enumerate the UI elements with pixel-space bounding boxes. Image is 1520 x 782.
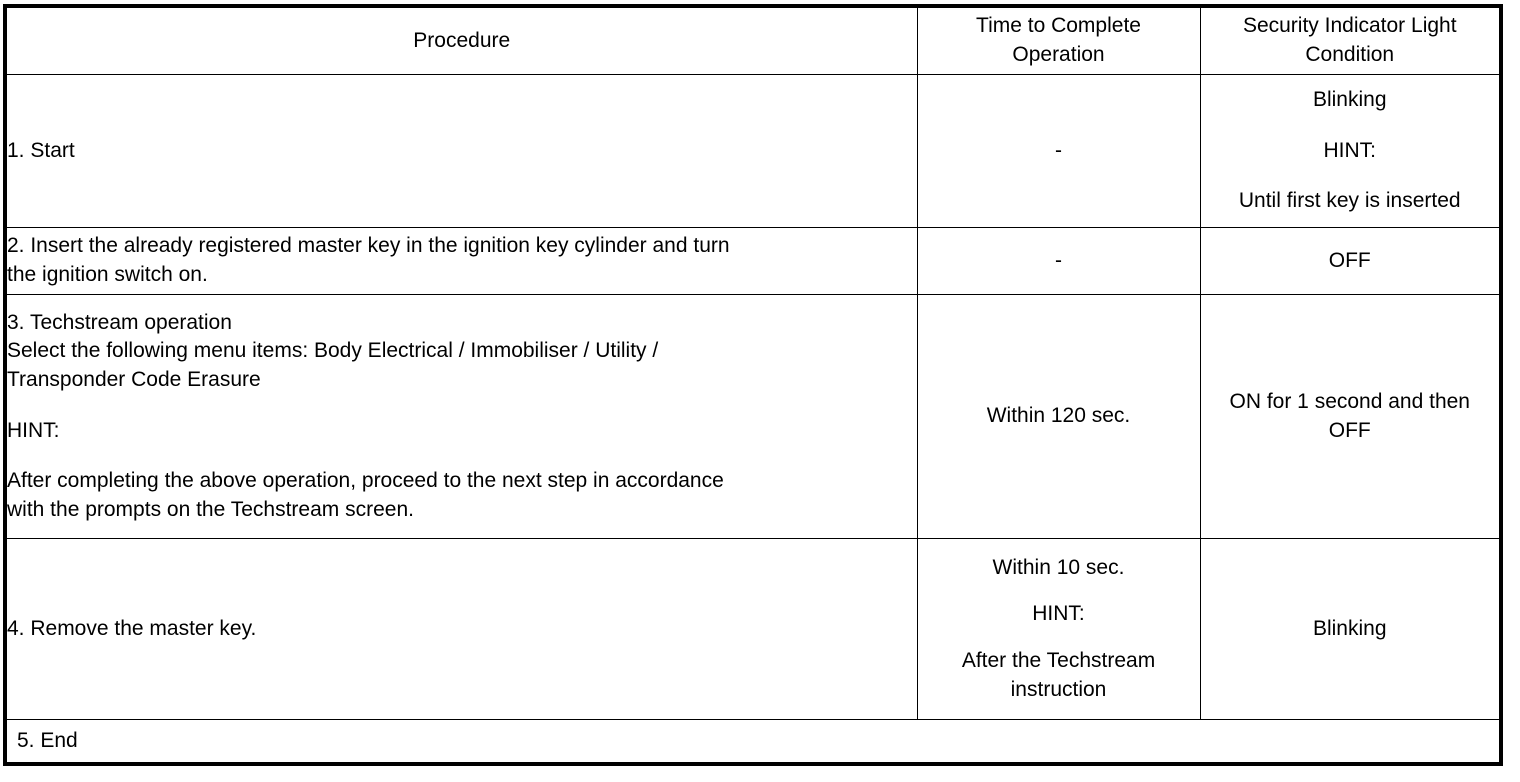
time-text-step-4-hint: HINT:	[1032, 602, 1085, 626]
document-page: Procedure Time to Complete Operation Sec…	[0, 4, 1520, 782]
light-text-step-3-line2: OFF	[1328, 418, 1371, 442]
cell-light-step-4: Blinking	[1199, 538, 1502, 720]
cell-time-step-3: Within 120 sec.	[916, 294, 1201, 539]
table-row: 4. Remove the master key. Within 10 sec.…	[4, 538, 1502, 720]
cell-procedure-step-3: 3. Techstream operation Select the follo…	[4, 294, 918, 539]
light-text-step-1-line3: Until first key is inserted	[1238, 189, 1461, 213]
cell-procedure-step-5: 5. End	[4, 719, 1502, 765]
column-header-light: Security Indicator Light Condition	[1199, 5, 1502, 75]
cell-time-step-4: Within 10 sec. HINT: After the Techstrea…	[916, 538, 1201, 720]
procedure-text-step-3-line3: Transponder Code Erasure	[7, 367, 261, 391]
time-text-step-4-line4: instruction	[1010, 677, 1107, 701]
header-label-procedure: Procedure	[413, 28, 511, 52]
light-text-step-1-hint: HINT:	[1323, 138, 1377, 162]
procedure-text-step-4: 4. Remove the master key.	[7, 616, 257, 640]
time-text-step-1: -	[1055, 138, 1062, 162]
procedure-text-step-5: 5. End	[17, 728, 78, 752]
header-label-time-line2: Operation	[1012, 43, 1105, 66]
procedure-text-step-2-line1: 2. Insert the already registered master …	[7, 234, 730, 258]
table-row: 5. End	[4, 719, 1502, 765]
procedure-text-step-3-hint: HINT:	[7, 418, 60, 442]
cell-light-step-3: ON for 1 second and then OFF	[1199, 294, 1502, 539]
procedure-text-step-3-line5: After completing the above operation, pr…	[7, 469, 724, 493]
procedure-text-step-1: 1. Start	[7, 138, 75, 162]
cell-procedure-step-2: 2. Insert the already registered master …	[4, 227, 918, 295]
light-text-step-1-line1: Blinking	[1312, 88, 1387, 112]
table-row: 1. Start - Blinking HINT: Until first ke…	[4, 74, 1502, 228]
light-text-step-2: OFF	[1328, 248, 1371, 272]
cell-time-step-1: -	[916, 74, 1201, 228]
cell-procedure-step-1: 1. Start	[4, 74, 918, 228]
procedure-table: Procedure Time to Complete Operation Sec…	[3, 4, 1503, 766]
header-label-light-line1: Security Indicator Light	[1242, 14, 1457, 38]
table-header: Procedure Time to Complete Operation Sec…	[4, 5, 1502, 75]
light-text-step-4: Blinking	[1312, 616, 1387, 640]
cell-light-step-1: Blinking HINT: Until first key is insert…	[1199, 74, 1502, 228]
cell-time-step-2: -	[916, 227, 1201, 295]
column-header-time: Time to Complete Operation	[916, 5, 1201, 75]
time-text-step-2: -	[1055, 248, 1062, 272]
header-label-time-line1: Time to Complete	[976, 14, 1141, 38]
time-text-step-4-line3: After the Techstream	[961, 649, 1156, 672]
procedure-text-step-3-line2: Select the following menu items: Body El…	[7, 339, 659, 363]
procedure-text-step-3-line1: 3. Techstream operation	[7, 310, 232, 334]
light-text-step-3-line1: ON for 1 second and then	[1229, 389, 1471, 413]
procedure-text-step-2-line2: the ignition switch on.	[7, 263, 208, 286]
procedure-text-step-3-line6: with the prompts on the Techstream scree…	[7, 497, 414, 521]
header-row: Procedure Time to Complete Operation Sec…	[4, 5, 1502, 75]
cell-light-step-2: OFF	[1199, 227, 1502, 295]
header-label-light-line2: Condition	[1305, 43, 1395, 66]
time-text-step-4-line1: Within 10 sec.	[992, 555, 1125, 579]
cell-procedure-step-4: 4. Remove the master key.	[4, 538, 918, 720]
table-body: 1. Start - Blinking HINT: Until first ke…	[4, 74, 1502, 765]
table-row: 3. Techstream operation Select the follo…	[4, 294, 1502, 539]
column-header-procedure: Procedure	[4, 5, 918, 75]
table-row: 2. Insert the already registered master …	[4, 227, 1502, 295]
time-text-step-3: Within 120 sec.	[986, 404, 1131, 428]
